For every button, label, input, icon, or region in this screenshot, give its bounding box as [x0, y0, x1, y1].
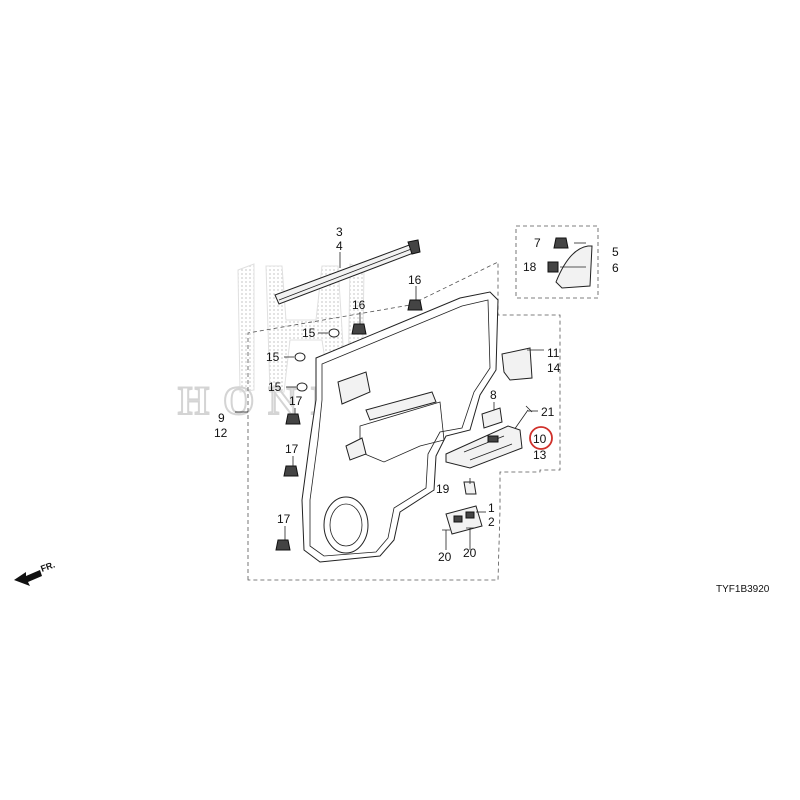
callout-20-b: 20 — [463, 546, 477, 560]
clip-15-group — [294, 328, 340, 392]
callout-15-b: 15 — [266, 350, 280, 364]
clip-15-a — [328, 328, 340, 338]
clip-7 — [553, 237, 569, 249]
screw-21 — [513, 405, 533, 431]
clip-15-b — [294, 352, 306, 362]
callout-3: 3 — [336, 225, 343, 239]
callout-18: 18 — [523, 260, 537, 274]
weatherstrip-part — [274, 239, 421, 305]
callout-16-b: 16 — [352, 298, 366, 312]
diagram-code: TYF1B3920 — [716, 584, 770, 595]
callout-16-a: 16 — [408, 273, 422, 287]
callout-4: 4 — [336, 239, 343, 253]
callout-15-a: 15 — [302, 326, 316, 340]
callout-19: 19 — [436, 482, 450, 496]
part-19 — [463, 481, 477, 495]
callout-12: 12 — [214, 426, 228, 440]
clip-17-a — [285, 413, 301, 425]
highlight-circle — [529, 426, 553, 450]
clip-18 — [547, 261, 559, 273]
callout-9: 9 — [218, 411, 225, 425]
callout-13: 13 — [533, 448, 547, 462]
clip-16-17-group — [275, 299, 423, 551]
front-arrow-icon — [14, 570, 42, 586]
callout-2: 2 — [488, 515, 495, 529]
callout-15-c: 15 — [268, 380, 282, 394]
trim-cover-part — [547, 237, 593, 289]
switch-panel-part — [445, 425, 523, 469]
door-lining-panel — [301, 291, 499, 563]
cover-part-11 — [501, 347, 533, 381]
front-direction-indicator: FR. — [14, 560, 56, 586]
callout-6: 6 — [612, 261, 619, 275]
front-label: FR. — [39, 560, 56, 574]
callout-5: 5 — [612, 245, 619, 259]
clip-17-c — [275, 539, 291, 551]
clip-17-b — [283, 465, 299, 477]
callout-20-a: 20 — [438, 550, 452, 564]
callout-14: 14 — [547, 361, 561, 375]
callout-11: 11 — [547, 346, 560, 360]
part-8 — [481, 407, 503, 429]
clip-15-c — [296, 382, 308, 392]
speaker-grille — [323, 496, 369, 554]
clip-16-b — [351, 323, 367, 335]
leader-lines — [235, 242, 586, 550]
callout-1: 1 — [488, 501, 495, 515]
callout-8: 8 — [490, 388, 497, 402]
callout-17-a: 17 — [289, 394, 303, 408]
callout-17-c: 17 — [277, 512, 291, 526]
callout-10: 10 — [533, 432, 547, 446]
callout-17-b: 17 — [285, 442, 299, 456]
door-lining-group-outline — [247, 261, 561, 581]
switch-part — [445, 505, 483, 535]
clip-16-a — [407, 299, 423, 311]
screw-20-a — [442, 529, 450, 544]
callout-7: 7 — [534, 236, 541, 250]
callout-labels: 3 4 5 6 7 18 16 16 15 15 15 17 17 17 9 1… — [214, 225, 619, 564]
callout-21: 21 — [541, 405, 555, 419]
screw-20-b — [466, 527, 474, 544]
